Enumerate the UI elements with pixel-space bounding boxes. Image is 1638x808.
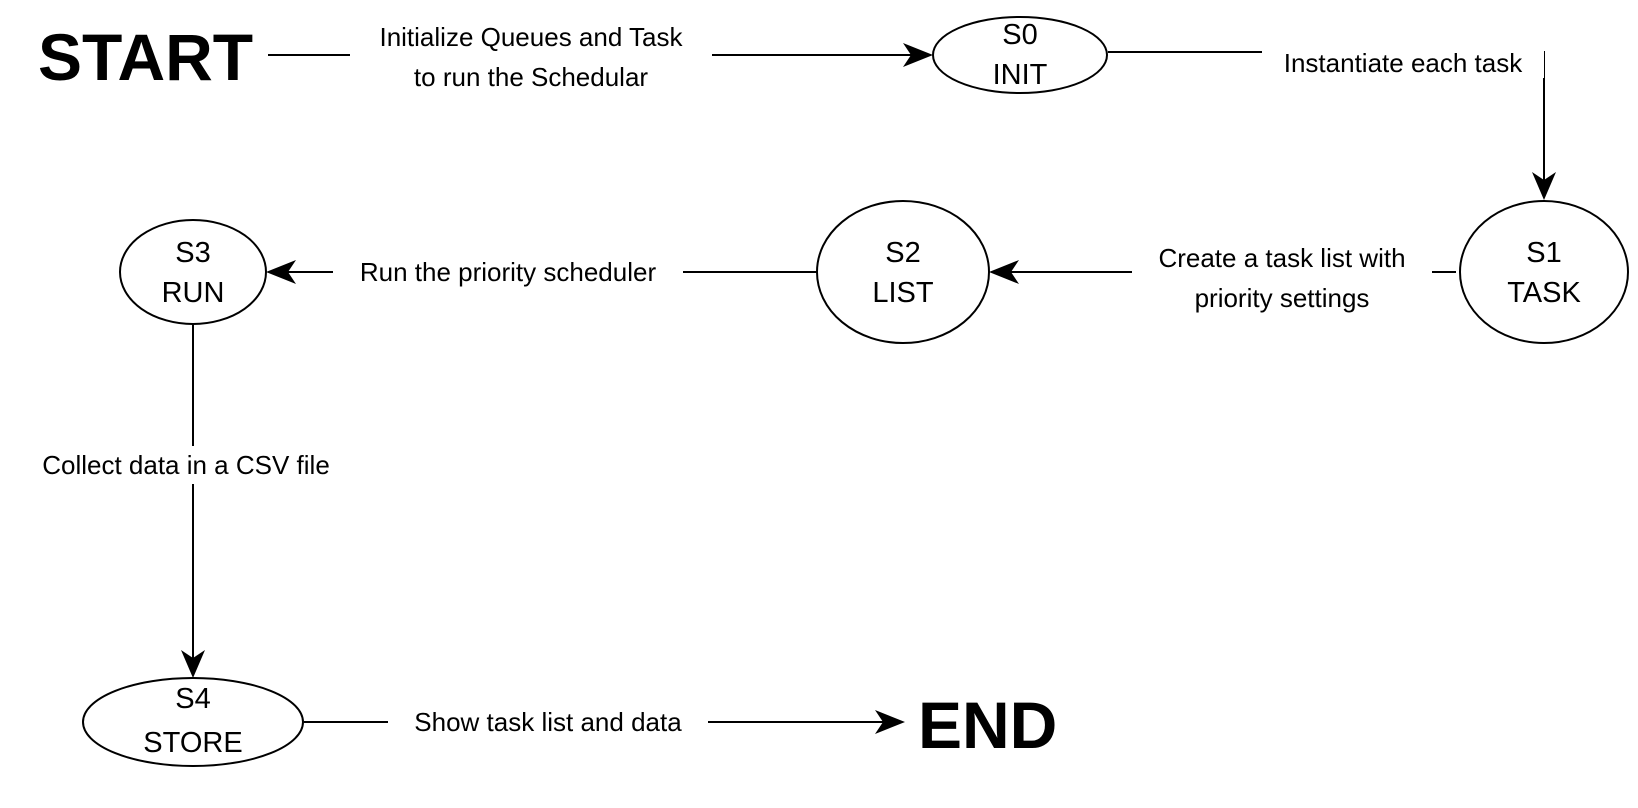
edge-label-s4-to-end-line1: Show task list and data [414, 707, 682, 737]
edge-label-s0-to-s1: Instantiate each task [1262, 40, 1544, 78]
arrowhead-s3 [266, 260, 296, 284]
state-node-s2: S2 LIST [816, 200, 990, 344]
edge-label-s2-to-s3-line1: Run the priority scheduler [360, 257, 657, 287]
state-node-s0-id: S0 [1002, 19, 1037, 51]
edge-label-s3-to-s4-line1: Collect data in a CSV file [42, 450, 330, 480]
state-node-s0-name: INIT [993, 59, 1048, 91]
arrowhead-s2 [989, 260, 1019, 284]
state-node-s2-name: LIST [872, 277, 934, 309]
arrowhead-s1 [1532, 172, 1556, 200]
arrowhead-s0 [903, 43, 933, 67]
state-node-s1-name: TASK [1507, 277, 1581, 309]
state-node-s1: S1 TASK [1459, 200, 1629, 344]
state-node-s4-name: STORE [143, 727, 242, 759]
edge-label-s0-to-s1-line1: Instantiate each task [1284, 48, 1523, 78]
state-node-s4-id: S4 [175, 683, 210, 715]
edge-label-start-to-s0-line2: to run the Schedular [414, 62, 648, 92]
start-terminal: START [38, 20, 253, 94]
edge-label-start-to-s0-line1: Initialize Queues and Task [379, 22, 683, 52]
state-node-s0: S0 INIT [932, 16, 1108, 94]
edge-label-s1-to-s2: Create a task list with priority setting… [1132, 238, 1432, 318]
state-node-s2-id: S2 [885, 237, 920, 269]
state-node-s3-id: S3 [175, 237, 210, 269]
edge-label-start-to-s0: Initialize Queues and Task to run the Sc… [350, 20, 712, 92]
edge-label-s2-to-s3: Run the priority scheduler [333, 254, 683, 290]
edge-label-s3-to-s4: Collect data in a CSV file [8, 446, 364, 484]
end-terminal: END [918, 688, 1057, 762]
state-node-s3: S3 RUN [119, 219, 267, 325]
state-node-s3-name: RUN [162, 277, 225, 309]
arrowhead-end [875, 710, 905, 734]
edge-label-s1-to-s2-line2: priority settings [1195, 283, 1370, 313]
edge-label-s1-to-s2-line1: Create a task list with [1158, 243, 1405, 273]
arrowhead-s4 [181, 650, 205, 678]
state-node-s4: S4 STORE [82, 677, 304, 767]
state-node-s1-id: S1 [1526, 237, 1561, 269]
edge-label-s4-to-end: Show task list and data [388, 705, 708, 741]
